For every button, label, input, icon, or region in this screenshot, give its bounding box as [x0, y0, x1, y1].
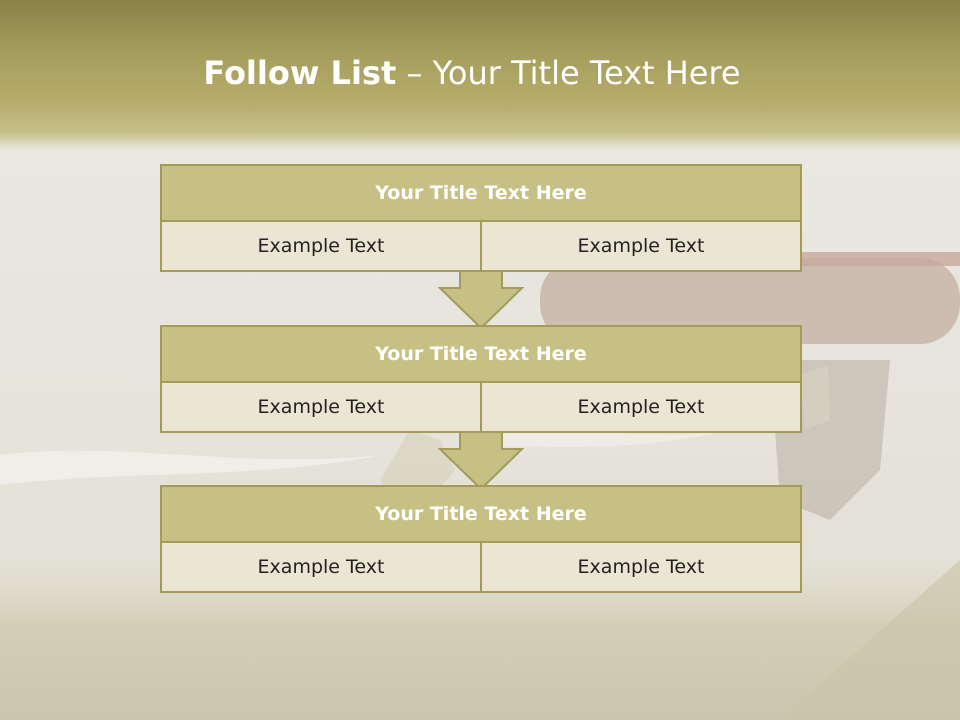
step-1-left-text[interactable]: Example Text	[160, 220, 482, 272]
step-title-2[interactable]: Your Title Text Here	[160, 325, 802, 383]
step-box-1: Your Title Text Here Example Text Exampl…	[160, 164, 802, 272]
step-1-right-text[interactable]: Example Text	[480, 220, 802, 272]
down-arrow-icon	[438, 270, 524, 330]
header-band	[0, 0, 960, 150]
step-title-1[interactable]: Your Title Text Here	[160, 164, 802, 222]
step-2-left-text[interactable]: Example Text	[160, 381, 482, 433]
step-box-2: Your Title Text Here Example Text Exampl…	[160, 325, 802, 433]
down-arrow-icon	[438, 431, 524, 491]
step-box-3: Your Title Text Here Example Text Exampl…	[160, 485, 802, 593]
step-2-right-text[interactable]: Example Text	[480, 381, 802, 433]
step-title-3[interactable]: Your Title Text Here	[160, 485, 802, 543]
step-3-right-text[interactable]: Example Text	[480, 541, 802, 593]
slide-title: Follow List – Your Title Text Here	[0, 54, 944, 92]
slide-title-rest: – Your Title Text Here	[396, 54, 741, 92]
step-3-left-text[interactable]: Example Text	[160, 541, 482, 593]
slide-title-bold: Follow List	[203, 54, 397, 92]
